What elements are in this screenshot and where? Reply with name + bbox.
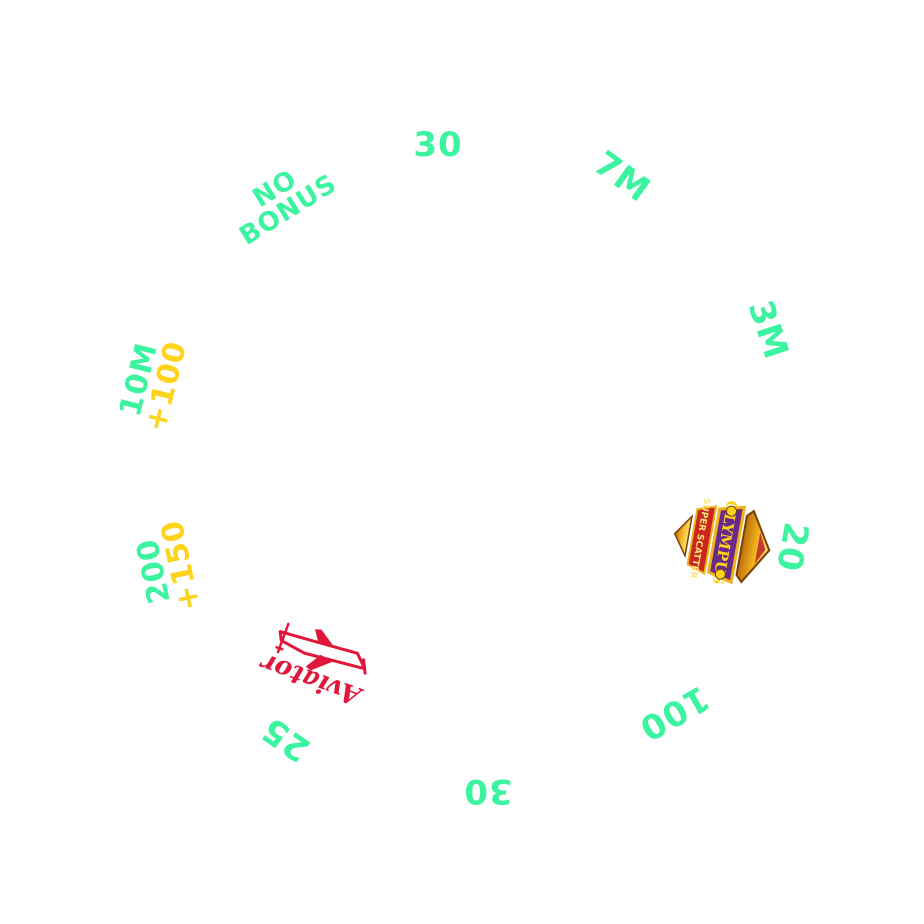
segment-label: 25 [254,708,318,770]
segment-label: 100 [632,677,717,749]
segment-no-bonus: NO BONUS [201,129,362,271]
segment-30-bottom: 30 [438,766,538,816]
segment-label: 30 [413,124,463,165]
segment-label: 7M [586,143,658,211]
olympus-emblem-icon: OLYMPUS SUPER SCATTER [673,497,771,586]
gates-of-olympus-logo: OLYMPUS SUPER SCATTER [661,487,783,596]
segment-3m: 3M [729,275,807,386]
segment-10m-plus-100: 10M +100 [96,310,211,457]
segment-label: 30 [463,771,513,812]
segment-200-plus-150: 200 +150 [113,500,222,635]
segment-100: 100 [614,664,734,762]
segment-7m: 7M [567,127,677,226]
segment-30-top: 30 [388,120,488,170]
segment-label: 3M [739,295,797,365]
